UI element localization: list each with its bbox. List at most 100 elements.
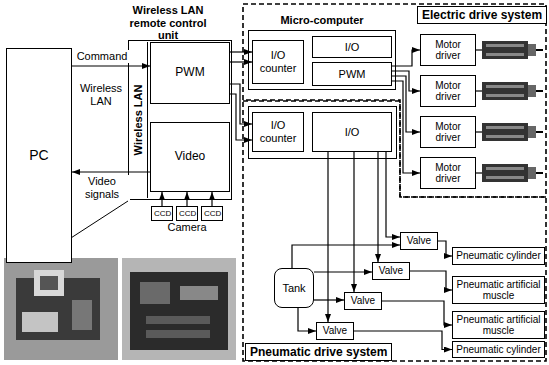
box-label: PWM bbox=[173, 66, 206, 80]
video-box: Video bbox=[150, 122, 230, 192]
photo-chip bbox=[180, 286, 218, 300]
box-label: Valve bbox=[377, 265, 405, 277]
motor-icon bbox=[476, 123, 543, 141]
motor-driver-box: Motor driver bbox=[420, 157, 476, 189]
box-label: Valve bbox=[349, 295, 377, 307]
signal-line bbox=[382, 301, 452, 325]
signal-line bbox=[392, 81, 420, 173]
signal-line bbox=[161, 192, 162, 206]
motor-cap bbox=[528, 85, 536, 97]
motor-stripe bbox=[486, 94, 524, 97]
box-label: PWM bbox=[337, 68, 368, 81]
signal-line bbox=[298, 308, 316, 331]
box-label: Pneumatic artificial muscle bbox=[453, 279, 544, 302]
motor-stripe bbox=[486, 167, 524, 170]
box-label: Video bbox=[173, 150, 207, 164]
box-label: CCD bbox=[152, 209, 172, 218]
photo-board bbox=[130, 272, 228, 350]
valve-box: Valve bbox=[372, 262, 410, 280]
signal-line bbox=[314, 299, 344, 300]
motor-stripe bbox=[486, 85, 524, 88]
photo-part bbox=[72, 300, 92, 330]
motor-wire bbox=[476, 49, 482, 50]
dashed-border bbox=[243, 101, 546, 361]
motor-icon bbox=[476, 82, 543, 100]
box-label: Motor driver bbox=[421, 39, 475, 62]
signal-line bbox=[353, 152, 354, 292]
heading-text: Wireless LAN remote control unit bbox=[117, 4, 219, 42]
box-label: I/O bbox=[343, 126, 362, 139]
box-label: Tank bbox=[280, 282, 307, 295]
photo-part bbox=[40, 276, 58, 290]
photo-ground bbox=[4, 258, 118, 360]
edge-label: Command bbox=[74, 50, 130, 63]
box-label: Pneumatic cylinder bbox=[454, 250, 542, 262]
micro-computer-box bbox=[249, 107, 397, 159]
motor-shaft bbox=[536, 131, 543, 133]
box-label: Pneumatic artificial muscle bbox=[453, 314, 544, 337]
motor-cap bbox=[528, 167, 536, 179]
signal-line bbox=[392, 76, 420, 132]
pc-box: PC bbox=[6, 48, 72, 263]
box-label: CCD bbox=[202, 209, 222, 218]
motor-cap bbox=[528, 44, 536, 56]
box-label: CCD bbox=[177, 209, 197, 218]
motor-stripe bbox=[486, 53, 524, 56]
signal-line bbox=[72, 65, 150, 66]
motor-shaft bbox=[536, 90, 543, 92]
electric-region: Electric drive system Micro-computerI/O c… bbox=[242, 3, 547, 203]
motor-stripe bbox=[486, 176, 524, 179]
motor-wire bbox=[476, 131, 482, 132]
heading-text: Pneumatic drive system bbox=[245, 343, 392, 361]
valve-box: Valve bbox=[344, 292, 382, 310]
heading-text: Electric drive system bbox=[417, 6, 547, 24]
box-label: Motor driver bbox=[421, 121, 475, 144]
motor-cap bbox=[528, 126, 536, 138]
box-label: I/O counter bbox=[253, 119, 303, 144]
box-label: Valve bbox=[321, 325, 349, 337]
motor-stripe bbox=[486, 126, 524, 129]
photo-chip bbox=[140, 282, 170, 304]
motor-body bbox=[482, 123, 528, 141]
wireless-lan-band: Wireless LAN bbox=[130, 42, 148, 198]
motor-stripe bbox=[486, 135, 524, 138]
motor-wire bbox=[476, 172, 482, 173]
motor-body bbox=[482, 82, 528, 100]
io-counter-box: I/O counter bbox=[252, 112, 304, 152]
motor-body bbox=[482, 164, 528, 182]
camera-label: Camera bbox=[150, 221, 224, 234]
pwm-box: PWM bbox=[150, 42, 230, 104]
io-box: I/O bbox=[312, 36, 392, 58]
control-unit-box: Wireless LAN remote control unitWireless… bbox=[128, 40, 232, 200]
io-box: I/O bbox=[312, 112, 392, 152]
signal-line bbox=[410, 271, 452, 290]
micro-computer-box: Micro-computerI/O counterI/OPWM bbox=[248, 30, 396, 90]
ccd-camera: CCD bbox=[176, 206, 198, 221]
photo-part bbox=[34, 270, 64, 296]
valve-box: Valve bbox=[400, 232, 438, 250]
io-counter-box: I/O counter bbox=[252, 40, 304, 84]
box-label: Pneumatic cylinder bbox=[454, 344, 542, 356]
motor-icon bbox=[476, 41, 543, 59]
motor-driver-box: Motor driver bbox=[420, 34, 476, 66]
cylinder-box: Pneumatic cylinder bbox=[452, 341, 545, 358]
ccd-camera: CCD bbox=[151, 206, 173, 221]
board-photo bbox=[122, 258, 236, 360]
signal-line bbox=[392, 50, 420, 66]
heading-text: Micro-computer bbox=[249, 14, 395, 27]
signal-line bbox=[230, 94, 252, 140]
device-photo bbox=[4, 258, 118, 360]
signal-line bbox=[230, 84, 252, 124]
box-label: Motor driver bbox=[421, 162, 475, 185]
signal-line bbox=[327, 152, 328, 322]
photo-ground bbox=[122, 258, 236, 360]
photo-connector bbox=[146, 330, 210, 338]
pwm-box: PWM bbox=[312, 62, 392, 86]
box-label: Motor driver bbox=[421, 80, 475, 103]
box-label: PC bbox=[27, 147, 50, 163]
edge-label: Video signals bbox=[74, 175, 130, 200]
dashed-border bbox=[243, 4, 546, 197]
box-label: I/O counter bbox=[253, 49, 303, 74]
motor-stripe bbox=[486, 44, 524, 47]
